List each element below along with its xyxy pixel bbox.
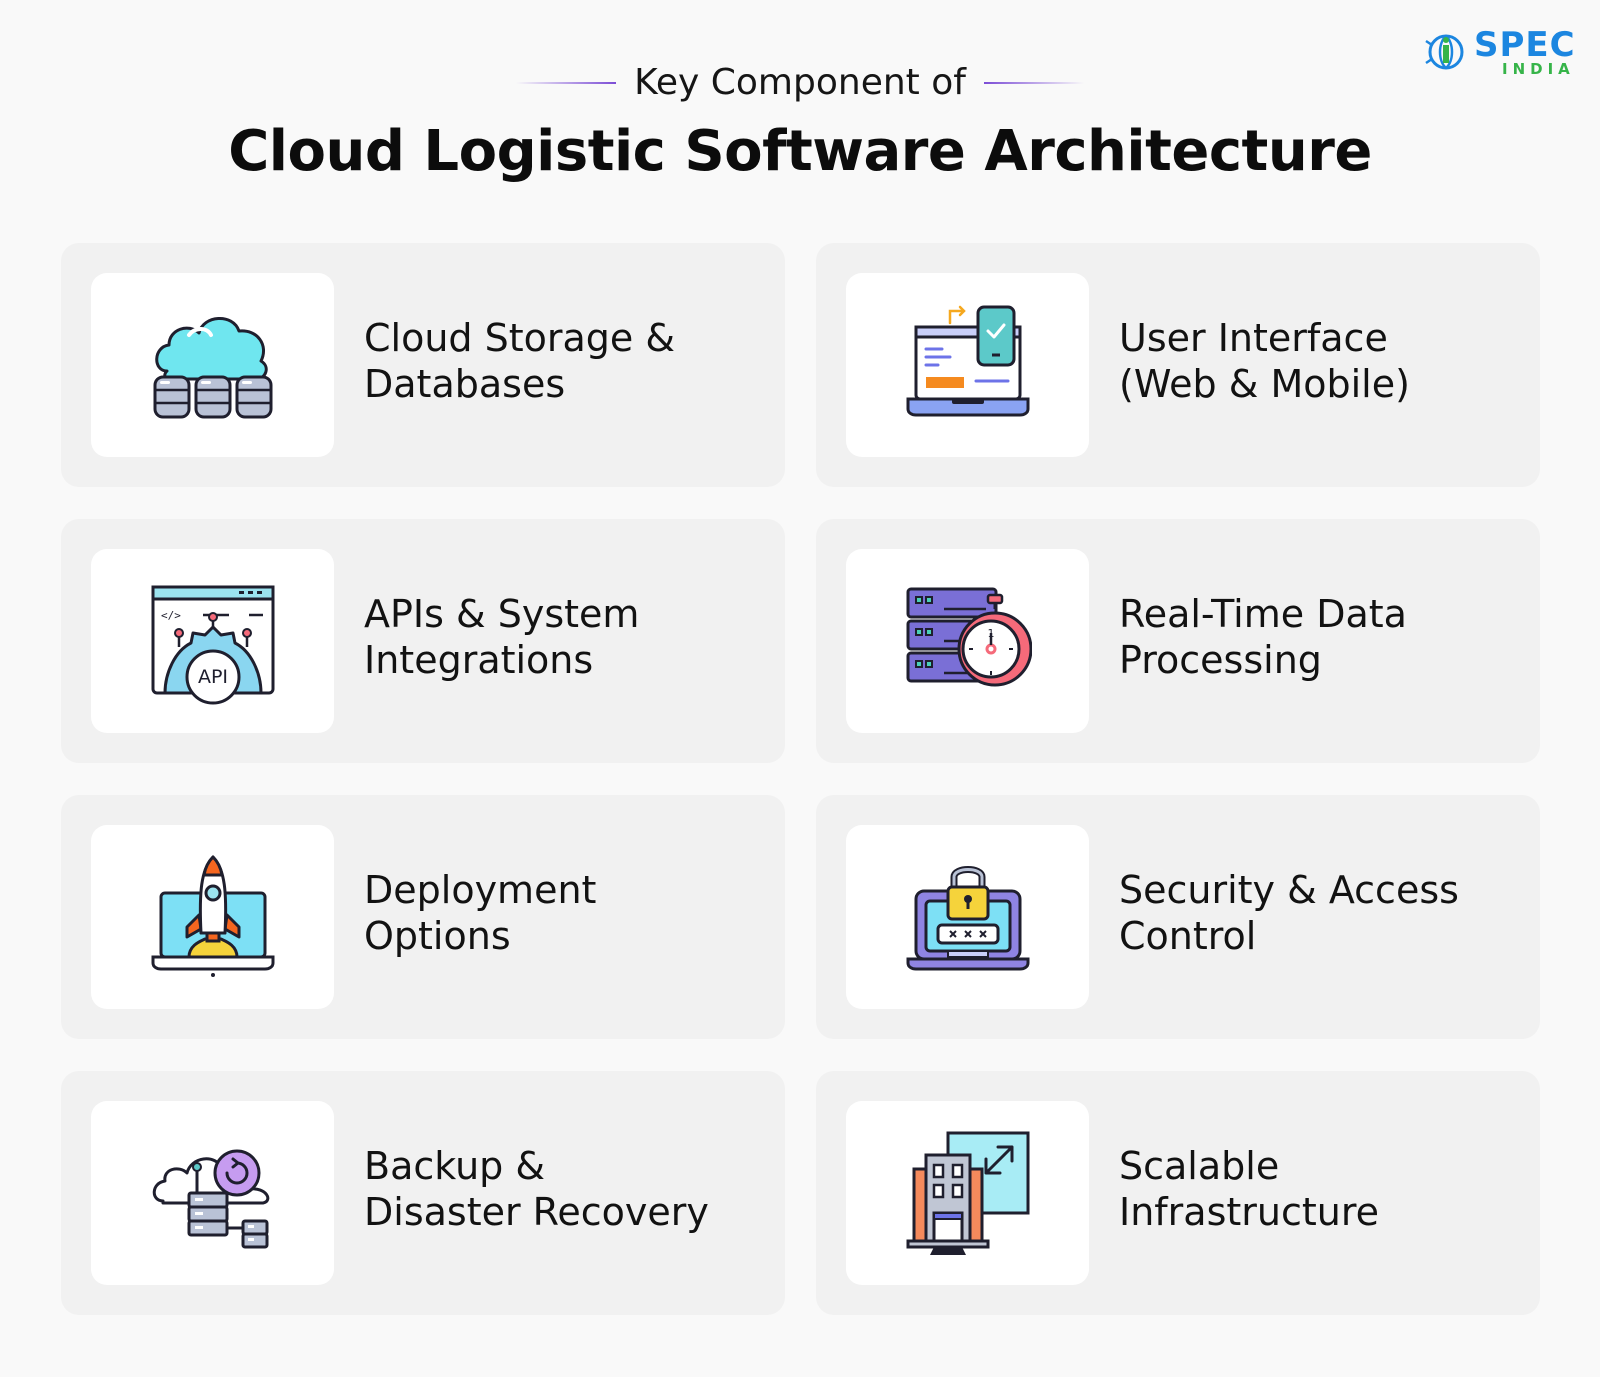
logo-wordmark: SPEC xyxy=(1474,25,1576,65)
server-stopwatch-icon: 1 xyxy=(906,587,1032,687)
label-line-2: Options xyxy=(364,914,511,958)
icon-box xyxy=(91,825,334,1009)
label-line-2: Control xyxy=(1119,914,1257,958)
api-gear-icon: </> API xyxy=(151,585,274,705)
icon-box xyxy=(846,273,1089,457)
component-card-user-interface: User Interface (Web & Mobile) xyxy=(816,243,1540,487)
icon-box xyxy=(846,825,1089,1009)
label-line-2: Integrations xyxy=(364,638,594,682)
label-line-1: APIs & System xyxy=(364,592,640,636)
label-line-2: Processing xyxy=(1119,638,1322,682)
label-line-2: (Web & Mobile) xyxy=(1119,362,1410,406)
page-title: Cloud Logistic Software Architecture xyxy=(228,119,1372,184)
icon-box xyxy=(91,273,334,457)
component-label: APIs & System Integrations xyxy=(364,591,764,683)
cloud-database-icon xyxy=(153,317,272,419)
component-card-scalable-infrastructure: Scalable Infrastructure xyxy=(816,1071,1540,1315)
kicker-text: Key Component of xyxy=(634,62,966,103)
label-line-1: Backup & xyxy=(364,1144,546,1188)
kicker-rule-right xyxy=(983,82,1084,84)
icon-box xyxy=(91,1101,334,1285)
component-label: Security & Access Control xyxy=(1119,867,1519,959)
component-label: Real-Time Data Processing xyxy=(1119,591,1519,683)
component-card-deployment: Deployment Options xyxy=(61,795,785,1039)
svg-text:1: 1 xyxy=(987,627,994,640)
svg-text:API: API xyxy=(197,666,227,688)
component-label: Backup & Disaster Recovery xyxy=(364,1143,764,1235)
component-label: User Interface (Web & Mobile) xyxy=(1119,315,1519,407)
logo-subtext: INDIA xyxy=(1502,60,1575,78)
spec-india-logo: SPEC INDIA xyxy=(1424,25,1576,78)
label-line-1: Cloud Storage & xyxy=(364,316,676,360)
label-line-1: Real-Time Data xyxy=(1119,592,1407,636)
component-label: Scalable Infrastructure xyxy=(1119,1143,1519,1235)
label-line-2: Disaster Recovery xyxy=(364,1190,709,1234)
icon-box: 1 xyxy=(846,549,1089,733)
kicker-rule-left xyxy=(516,82,617,84)
label-line-1: Scalable xyxy=(1119,1144,1280,1188)
label-line-1: User Interface xyxy=(1119,316,1388,360)
building-expand-icon xyxy=(906,1131,1029,1255)
label-line-2: Infrastructure xyxy=(1119,1190,1380,1234)
cloud-backup-icon xyxy=(152,1149,269,1249)
component-card-backup: Backup & Disaster Recovery xyxy=(61,1071,785,1315)
globe-logo-icon xyxy=(1425,34,1464,70)
rocket-laptop-icon xyxy=(151,855,274,977)
laptop-mobile-icon xyxy=(906,305,1029,417)
padlock-laptop-icon xyxy=(906,866,1029,971)
component-card-security: Security & Access Control xyxy=(816,795,1540,1039)
label-line-1: Deployment xyxy=(364,868,597,912)
icon-box xyxy=(846,1101,1089,1285)
component-card-real-time-data: 1 Real-Time Data Processing xyxy=(816,519,1540,763)
component-label: Deployment Options xyxy=(364,867,764,959)
header-kicker: Key Component of xyxy=(0,58,1600,108)
component-card-apis: </> API APIs & System Integrations xyxy=(61,519,785,763)
svg-text:</>: </> xyxy=(161,609,181,622)
component-label: Cloud Storage & Databases xyxy=(364,315,764,407)
label-line-2: Databases xyxy=(364,362,566,406)
icon-box: </> API xyxy=(91,549,334,733)
label-line-1: Security & Access xyxy=(1119,868,1459,912)
component-card-cloud-storage: Cloud Storage & Databases xyxy=(61,243,785,487)
